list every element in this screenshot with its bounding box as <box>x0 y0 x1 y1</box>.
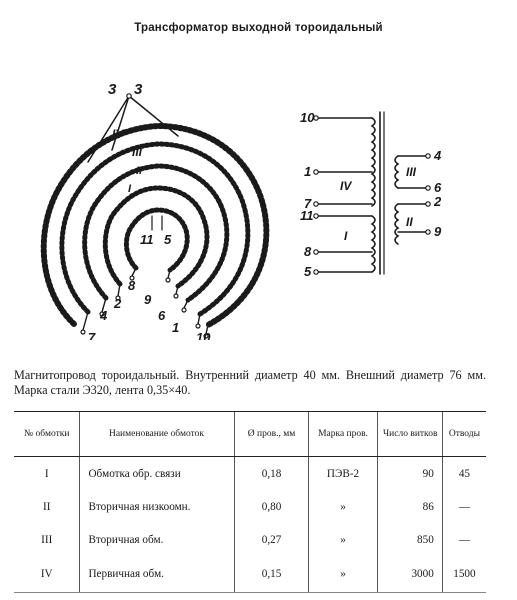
header-diameter: Ø пров., мм <box>233 411 309 457</box>
schematic-terminal-9: 9 <box>434 224 442 239</box>
schematic-terminal-4: 4 <box>433 148 442 163</box>
terminal-5-label: 5 <box>164 232 172 247</box>
cell-brand: » <box>308 490 378 523</box>
schematic-diagram: 10 1 7 11 8 5 4 6 2 9 IV I III II <box>300 110 442 279</box>
cell-diameter: 0,18 <box>233 456 309 490</box>
table-row: III Вторичная обм. 0,27 » 850 — <box>14 523 486 556</box>
terminal-8-label: 8 <box>128 278 136 293</box>
schematic-terminal-5: 5 <box>304 264 312 279</box>
schematic-terminal-2: 2 <box>433 194 442 209</box>
winding-table-container: № обмотки Наименование обмоток Ø пров., … <box>14 411 486 593</box>
header-num: № обмотки <box>14 411 80 457</box>
schematic-terminal-10: 10 <box>300 110 315 125</box>
cell-brand: » <box>308 556 378 593</box>
cell-num: I <box>44 467 49 480</box>
table-header-row: № обмотки Наименование обмоток Ø пров., … <box>14 411 486 457</box>
cell-num: II <box>43 500 51 513</box>
header-brand: Марка пров. <box>308 411 378 457</box>
winding-ii-label: II <box>136 165 143 177</box>
schematic-terminal-7: 7 <box>304 196 312 211</box>
terminal-2-label: 2 <box>113 296 122 311</box>
cell-name: Вторичная обм. <box>79 523 235 556</box>
cell-brand: ПЭВ-2 <box>308 456 378 490</box>
winding-i-label: I <box>128 183 132 195</box>
terminal-1-label: 1 <box>172 320 179 335</box>
schematic-terminal-6: 6 <box>434 180 442 195</box>
terminal-7-label: 7 <box>88 330 96 340</box>
cell-num: IV <box>14 556 80 593</box>
cell-diameter: 0,27 <box>233 523 309 556</box>
table-row: II Вторичная низкоомн. 0,80 » 86 — <box>14 490 486 523</box>
terminal-6-label: 6 <box>158 308 166 323</box>
schematic-winding-i-label: I <box>344 229 348 243</box>
winding-iv-outer <box>40 122 270 328</box>
terminal-4-label: 4 <box>99 308 108 323</box>
winding-table: № обмотки Наименование обмоток Ø пров., … <box>14 411 486 593</box>
header-turns: Число витков <box>376 411 443 457</box>
schematic-terminal-11: 11 <box>300 208 314 223</box>
terminal-9-label: 9 <box>144 292 152 307</box>
cell-name: Первичная обм. <box>79 556 235 593</box>
cell-num: III <box>41 533 53 546</box>
winding-ii <box>102 185 210 289</box>
node-3-right-label: 3 <box>134 81 143 98</box>
page-title: Трансформатор выходной тороидальный <box>134 22 383 34</box>
cell-diameter: 0,15 <box>233 556 309 593</box>
winding-iii-label: III <box>132 145 143 159</box>
core-description: Магнитопровод тороидальный. Внутренний д… <box>14 368 486 397</box>
table-row: IV Первичная обм. 0,15 » 3000 1500 <box>14 556 486 593</box>
cell-taps: 45 <box>441 456 486 490</box>
cell-name: Вторичная низкоомн. <box>79 490 235 523</box>
header-taps: Отводы <box>441 411 486 457</box>
table-row: I Обмотка обр. связи 0,18 ПЭВ-2 90 45 <box>14 456 486 490</box>
winding-iii <box>82 163 230 303</box>
header-name: Наименование обмоток <box>79 411 235 457</box>
schematic-terminal-8: 8 <box>304 244 312 259</box>
schematic-winding-ii-label: II <box>406 215 413 229</box>
winding-iv-label: IV <box>112 127 124 141</box>
cell-turns: 86 <box>376 490 443 523</box>
winding-i <box>124 207 190 273</box>
winding-iv-inner <box>59 141 251 317</box>
toroid-winding-diagram: 3 3 IV III II I 11 5 8 2 4 9 6 1 7 10 <box>40 81 270 340</box>
cell-turns: 90 <box>376 456 443 490</box>
schematic-winding-iv-label: IV <box>340 179 352 193</box>
cell-name: Обмотка обр. связи <box>79 456 235 490</box>
cell-diameter: 0,80 <box>233 490 309 523</box>
node-3-left-label: 3 <box>108 81 117 98</box>
cell-taps: — <box>441 523 486 556</box>
terminal-11-label: 11 <box>140 232 154 247</box>
cell-turns: 3000 <box>376 556 443 593</box>
cell-brand: » <box>308 523 378 556</box>
schematic-winding-iii-label: III <box>406 165 417 179</box>
cell-turns: 850 <box>376 523 443 556</box>
terminal-10-label: 10 <box>196 330 211 340</box>
cell-taps: 1500 <box>441 556 486 593</box>
schematic-terminal-1: 1 <box>304 164 311 179</box>
cell-taps: — <box>441 490 486 523</box>
